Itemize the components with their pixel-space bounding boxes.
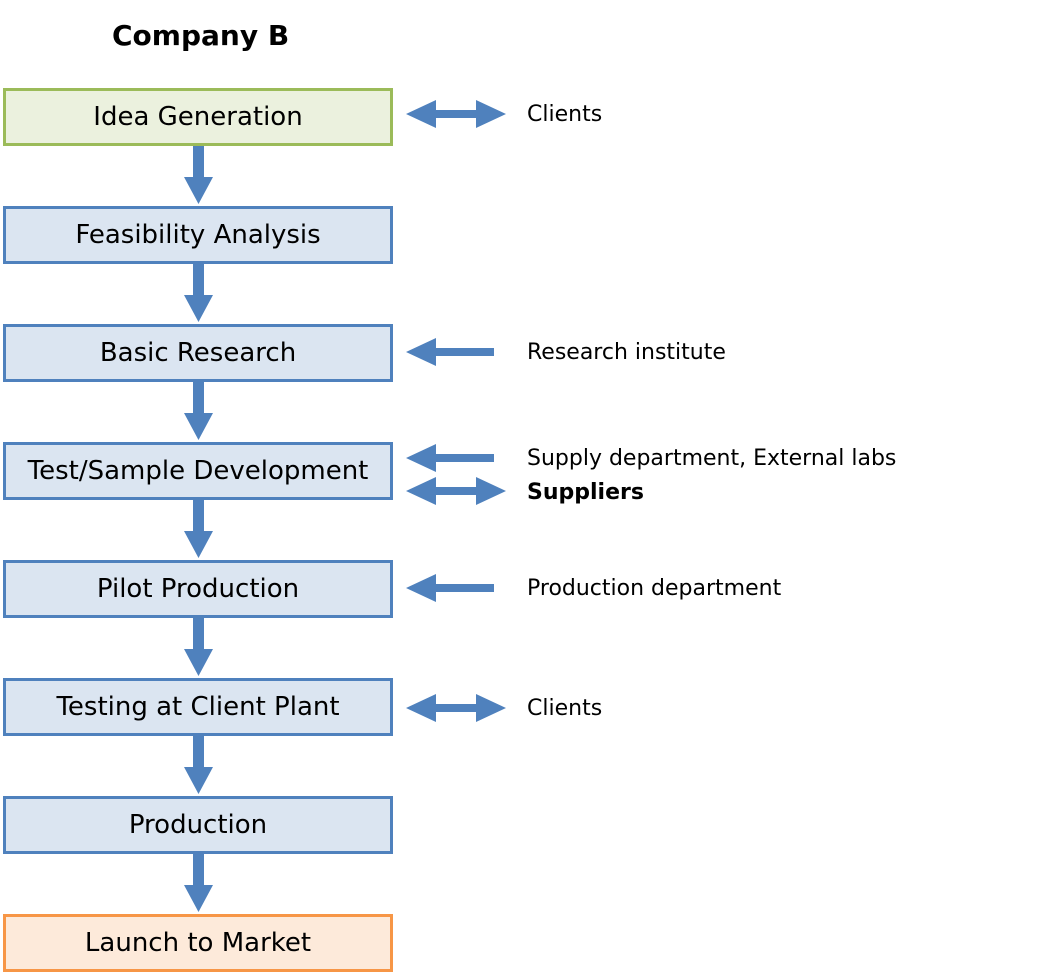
step-production: Production (3, 796, 393, 854)
diagram-title: Company B (112, 19, 290, 52)
down-arrow-2 (184, 264, 213, 322)
partner-label-suppliers: Suppliers (527, 480, 644, 505)
double-arrow-clients-top (406, 100, 506, 128)
step-idea-generation: Idea Generation (3, 88, 393, 146)
down-arrow-5 (184, 618, 213, 676)
down-arrow-7 (184, 854, 213, 912)
left-arrow-production-department (406, 574, 494, 602)
partner-label-production-department: Production department (527, 576, 782, 601)
down-arrow-3 (184, 382, 213, 440)
down-arrow-1 (184, 146, 213, 204)
down-arrow-6 (184, 736, 213, 794)
step-basic-research: Basic Research (3, 324, 393, 382)
double-arrow-suppliers (406, 477, 506, 505)
left-arrow-supply-department (406, 444, 494, 472)
partner-label-supply-department: Supply department, External labs (527, 446, 897, 471)
step-test-sample-development: Test/Sample Development (3, 442, 393, 500)
left-arrow-research-institute (406, 338, 494, 366)
partner-label-clients-bottom: Clients (527, 696, 603, 721)
step-feasibility-analysis: Feasibility Analysis (3, 206, 393, 264)
step-pilot-production: Pilot Production (3, 560, 393, 618)
down-arrow-4 (184, 500, 213, 558)
partner-label-research-institute: Research institute (527, 340, 726, 365)
step-testing-at-client-plant: Testing at Client Plant (3, 678, 393, 736)
partner-label-clients-top: Clients (527, 102, 603, 127)
double-arrow-clients-bottom (406, 694, 506, 722)
step-launch-to-market: Launch to Market (3, 914, 393, 972)
